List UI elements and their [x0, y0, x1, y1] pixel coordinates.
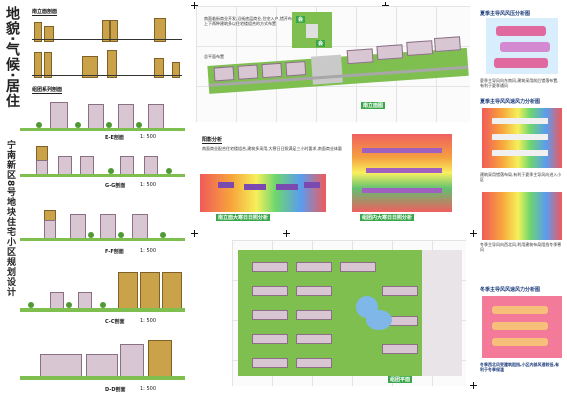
cross-mark — [283, 230, 290, 237]
group-plan-panel: 组团平面 — [232, 240, 466, 386]
south-elevation-badge: 南立面图 — [361, 102, 386, 109]
wind-map-4 — [482, 296, 562, 358]
wind-map-1 — [486, 18, 558, 74]
shadow-large-label: 南立面大寒日日照分析 — [216, 214, 271, 221]
plan-label: 总平面布置 — [204, 54, 224, 59]
cut-e-scale: 1: 500 — [140, 134, 156, 140]
cut-g-label: G-G剖面 — [105, 183, 126, 189]
cross-mark — [191, 2, 198, 9]
section-g — [20, 146, 185, 182]
pond — [366, 310, 392, 330]
shadow-note: 南面商业配合住宅楼组合,建筑多采用,大寒日日照满足三小时要求,南面商业体量 — [202, 146, 342, 151]
cut-c-scale: 1: 500 — [140, 318, 156, 324]
wind-note-1: 夏季主导风向东南风,建筑采用前后错落布置,有利于夏季通风 — [480, 78, 559, 88]
cut-c-label: C-C剖面 — [105, 319, 125, 325]
site-plan-panel: 南面临街商业开发,沿街底层商业,住宅入户,错开布置,上下两种建筑多以住宅楼组合的… — [196, 6, 470, 122]
group-section-title: 组团系列剖面 — [32, 87, 63, 94]
cross-mark — [191, 230, 198, 237]
wind-winter-title: 冬季主导风风速风力分析图 — [480, 287, 541, 293]
wind-column: 夏季主导风风压分析图 夏季主导风向东南风,建筑采用前后错落布置,有利于夏季通风 … — [476, 6, 564, 398]
main-title: 地貌·气候·居住 — [4, 6, 20, 109]
section-e — [20, 96, 185, 136]
cross-mark — [382, 2, 389, 9]
project-title: 宁南新区8号地块住宅小区规划设计 — [5, 140, 15, 298]
shadow-map-large — [200, 174, 326, 212]
street-band — [206, 28, 469, 100]
section-d — [20, 336, 185, 384]
site-edge — [422, 250, 462, 376]
wind-map-3 — [482, 192, 562, 240]
facade-row-1 — [32, 16, 182, 42]
wind-note-3: 冬季主导风向西北风,利用建筑布局阻挡冬季寒风 — [480, 242, 562, 252]
cross-mark — [470, 382, 477, 389]
wind-note-4: 冬季西北风受建筑阻挡,小区内部风速较低,有利于冬季保温 — [480, 362, 560, 372]
cut-f-scale: 1: 500 — [140, 248, 156, 254]
section-c — [20, 268, 185, 316]
group-plan-label: 组团平面 — [388, 376, 413, 383]
shadow-group-label: 组团内大寒日日照分析 — [360, 214, 415, 221]
facade-row-2 — [32, 48, 182, 78]
shadow-title: 阳影分析 — [202, 137, 223, 144]
section-f — [20, 196, 185, 248]
gateway: 会 会 — [292, 12, 332, 48]
wind-summer2-title: 夏季主导风风速风力分析图 — [480, 99, 541, 105]
facade-title: 南立面剖面 — [32, 9, 58, 16]
shadow-map-group — [352, 134, 452, 212]
cut-f-label: F-F剖面 — [105, 249, 124, 255]
cut-d-scale: 1: 500 — [140, 386, 156, 392]
wind-map-2 — [482, 108, 562, 168]
wind-note-2: 建筑采用错落布局,有利于夏季主导风向进入小区 — [480, 172, 562, 182]
sections-column: 南立面剖面 组团系列剖面 E-E剖面 1: 500 — [0, 0, 190, 402]
wind-summer-title: 夏季主导风风压分析图 — [480, 11, 531, 17]
top-note: 南面临街商业开发,沿街底层商业,住宅入户,错开布置,上下两种建筑多以住宅楼组合的… — [204, 16, 298, 26]
cross-mark — [470, 230, 477, 237]
cut-e-label: E-E剖面 — [105, 135, 124, 141]
shadow-panel: 阳影分析 南面商业配合住宅楼组合,建筑多采用,大寒日日照满足三小时要求,南面商业… — [200, 134, 464, 226]
cut-d-label: D-D剖面 — [105, 387, 126, 393]
cut-g-scale: 1: 500 — [140, 182, 156, 188]
